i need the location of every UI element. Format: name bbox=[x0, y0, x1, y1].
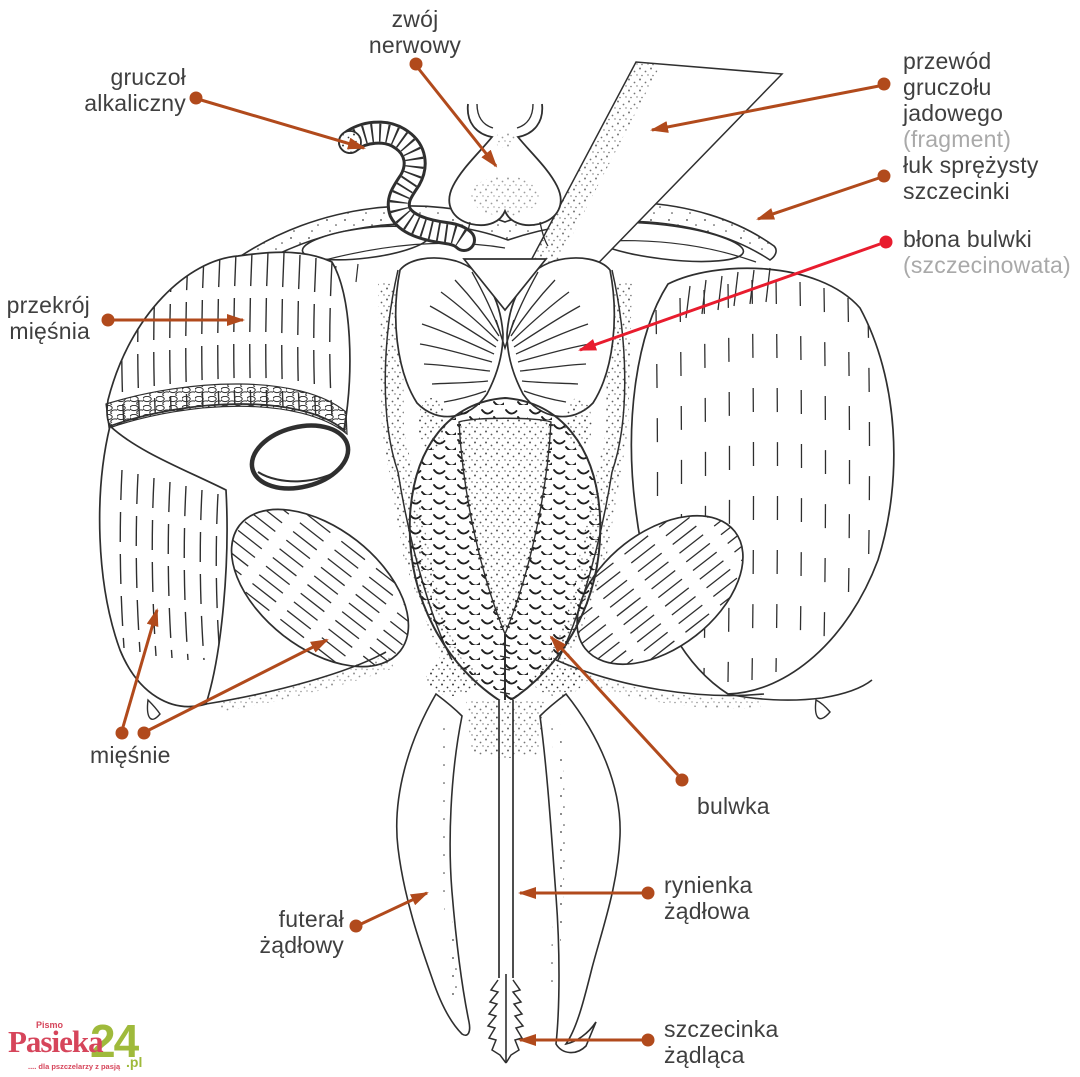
label-bulwka: bulwka bbox=[697, 793, 770, 819]
right-muscle-group-drawing bbox=[554, 267, 895, 720]
leader-lines bbox=[101, 57, 893, 1047]
label-line: żądłowy bbox=[259, 932, 344, 958]
leader-zwoj-nerwowy bbox=[409, 57, 498, 168]
sting-shaft-drawing bbox=[495, 700, 515, 982]
leader-futeral bbox=[349, 891, 429, 933]
label-line: gruczoł bbox=[110, 64, 186, 90]
label-gruczol-alkaliczny: gruczoł alkaliczny bbox=[28, 64, 186, 116]
label-zwoj-nerwowy: zwój nerwowy bbox=[330, 6, 500, 58]
label-przekroj-miesnia: przekrój mięśnia bbox=[0, 292, 90, 344]
label-rynienka-zadlowa: rynienka żądłowa bbox=[664, 872, 753, 924]
label-luk-sprezysty: łuk sprężysty szczecinki bbox=[903, 152, 1079, 204]
logo-name: Pasieka bbox=[8, 1024, 104, 1059]
label-line: błona bulwki bbox=[903, 226, 1032, 252]
leader-bulwka bbox=[549, 635, 689, 787]
label-line: rynienka bbox=[664, 872, 753, 898]
leader-rynienka bbox=[518, 886, 655, 900]
label-line: mięśnia bbox=[9, 318, 90, 344]
label-line: jadowego bbox=[903, 100, 1004, 126]
label-line: futerał bbox=[278, 906, 344, 932]
illustration bbox=[98, 61, 895, 1064]
leader-blona-bulwki bbox=[578, 235, 893, 352]
sting-tip-drawing bbox=[486, 974, 525, 1064]
label-subline: (szczecinowata) bbox=[903, 252, 1071, 278]
bulb-drawing bbox=[408, 396, 602, 706]
label-line: mięśnie bbox=[90, 742, 171, 768]
leader-luk-sprezysty bbox=[756, 169, 891, 221]
label-line: łuk sprężysty bbox=[903, 152, 1039, 178]
logo-number: 24 bbox=[90, 1015, 139, 1067]
leader-gruczol-alkaliczny bbox=[189, 91, 366, 150]
leader-szczecinka bbox=[518, 1033, 655, 1047]
alkaline-gland-drawing bbox=[338, 120, 476, 252]
leader-przewod-gruczolu bbox=[650, 77, 891, 133]
label-miesnie: mięśnie bbox=[90, 742, 171, 768]
label-przewod-gruczolu: przewód gruczołu jadowego (fragment) bbox=[903, 48, 1079, 152]
label-blona-bulwki: błona bulwki (szczecinowata) bbox=[903, 226, 1079, 278]
label-line: szczecinki bbox=[903, 178, 1010, 204]
leader-miesnie-left bbox=[115, 608, 159, 740]
label-line: przekrój bbox=[6, 292, 90, 318]
logo-pismo-text: Pismo bbox=[36, 1020, 64, 1030]
sting-sheath-drawing bbox=[395, 692, 621, 1054]
label-line: nerwowy bbox=[368, 32, 462, 58]
label-szczecinka-zadlaca: szczecinka żądląca bbox=[664, 1016, 778, 1068]
leader-przekroj-miesnia bbox=[101, 313, 245, 327]
label-futeral-zadlowy: futerał żądłowy bbox=[240, 906, 344, 958]
pasieka24-logo: Pismo 24 Pasieka .pl .... dla pszczelarz… bbox=[8, 1015, 158, 1076]
label-line: zwój bbox=[391, 6, 439, 32]
logo-tld: .pl bbox=[126, 1054, 143, 1070]
label-line: żądłowa bbox=[664, 898, 750, 924]
label-line: żądląca bbox=[664, 1042, 745, 1068]
label-line: alkaliczny bbox=[84, 90, 186, 116]
label-line: przewód gruczołu bbox=[903, 48, 992, 100]
label-subline: (fragment) bbox=[903, 126, 1012, 152]
label-line: bulwka bbox=[697, 793, 770, 819]
logo-tagline: .... dla pszczelarzy z pasją bbox=[28, 1062, 121, 1071]
leader-miesnie-right bbox=[137, 638, 329, 740]
label-line: szczecinka bbox=[664, 1016, 779, 1042]
